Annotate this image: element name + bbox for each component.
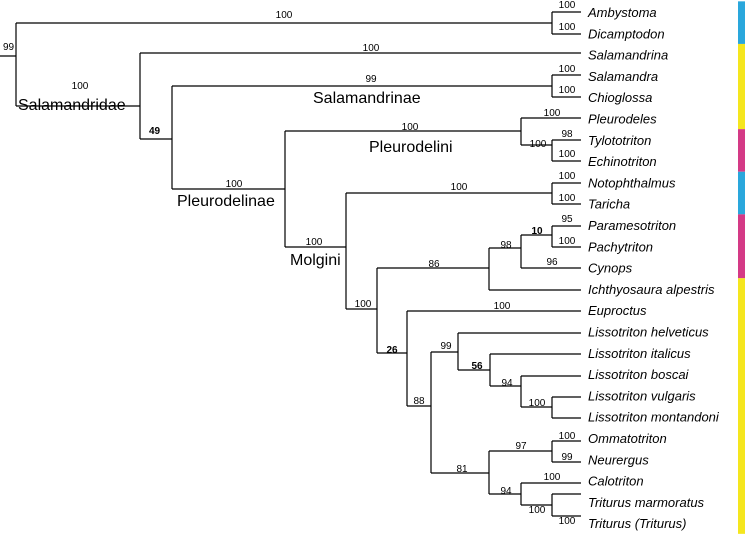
- support-ambystomatoid: 100: [276, 10, 293, 21]
- clade-label-pleurodelinae: Pleurodelinae: [177, 193, 275, 210]
- support-salamandrina: 100: [363, 43, 380, 54]
- support-cynops-group: 86: [428, 259, 440, 270]
- support-salamandra: 100: [559, 64, 576, 75]
- support-notophthalmus: 100: [559, 171, 576, 182]
- support-chioglossa: 100: [559, 85, 576, 96]
- taxon-label: Triturus marmoratus: [588, 495, 705, 510]
- support-calotriton: 100: [544, 472, 561, 483]
- support-cynops-ichthyosaura: 98: [500, 240, 512, 251]
- support-triturus-pair: 100: [529, 505, 546, 516]
- taxon-label: Calotriton: [588, 474, 644, 489]
- support-root: 99: [3, 42, 15, 53]
- support-salamandridae-inner: 49: [149, 126, 161, 137]
- taxon-label: Chioglossa: [588, 90, 652, 105]
- support-pachytriton: 100: [559, 236, 576, 247]
- support-neurergus: 99: [561, 452, 573, 463]
- taxon-label: Ichthyosaura alpestris: [588, 282, 715, 297]
- support-paramesotriton: 95: [561, 214, 573, 225]
- taxon-label: Lissotriton montandoni: [588, 410, 720, 425]
- support-boscai-group: 94: [501, 378, 513, 389]
- support-ambystoma: 100: [559, 0, 576, 11]
- taxon-label: Pleurodeles: [588, 112, 657, 127]
- taxon-label: Ommatotriton: [588, 431, 667, 446]
- support-echinotriton: 100: [559, 149, 576, 160]
- taxon-label: Lissotriton helveticus: [588, 325, 709, 340]
- support-euproctus: 100: [494, 301, 511, 312]
- color-bar-segment: [738, 171, 745, 215]
- support-ommato-neur: 97: [515, 441, 527, 452]
- support-vulg-mont: 100: [529, 398, 546, 409]
- clade-labels: Salamandridae Salamandrinae Pleurodelina…: [18, 90, 453, 269]
- support-molgini-inner: 100: [355, 299, 372, 310]
- taxon-label: Salamandrina: [588, 48, 668, 63]
- taxon-label: Taricha: [588, 197, 630, 212]
- support-lissotriton-group: 88: [413, 396, 425, 407]
- support-pleurodelini: 100: [402, 122, 419, 133]
- support-cynops: 96: [546, 257, 558, 268]
- taxon-label: Neurergus: [588, 452, 649, 467]
- support-pleurodeles: 100: [544, 108, 561, 119]
- support-values: 99 100 100 100 100 100 49 99 100 100 100…: [3, 0, 576, 527]
- support-taricha: 100: [559, 193, 576, 204]
- taxon-label: Salamandra: [588, 69, 658, 84]
- support-pleurodelinae: 100: [226, 179, 243, 190]
- support-italicus-group: 56: [471, 361, 483, 372]
- clade-label-salamandridae: Salamandridae: [18, 97, 126, 114]
- branches: [0, 11, 581, 517]
- taxon-label: Lissotriton vulgaris: [588, 388, 696, 403]
- taxon-label: Dicamptodon: [588, 26, 665, 41]
- support-triturus-triturus: 100: [559, 516, 576, 527]
- support-salamandridae: 100: [72, 81, 89, 92]
- clade-label-molgini: Molgini: [290, 252, 341, 269]
- color-bar-segment: [738, 129, 745, 172]
- support-salamandrinae: 99: [365, 74, 377, 85]
- taxon-label: Echinotriton: [588, 154, 657, 169]
- color-bar-segment: [738, 278, 745, 534]
- support-ommatotriton: 100: [559, 431, 576, 442]
- taxon-label: Tylototriton: [588, 133, 651, 148]
- support-molgini: 100: [306, 237, 323, 248]
- taxon-label: Pachytriton: [588, 239, 653, 254]
- taxon-label: Triturus (Triturus): [588, 516, 686, 531]
- clade-label-salamandrinae: Salamandrinae: [313, 90, 421, 107]
- support-noto-taricha: 100: [451, 182, 468, 193]
- support-tylo-echino: 100: [530, 139, 547, 150]
- taxon-label: Paramesotriton: [588, 218, 676, 233]
- support-dicamptodon: 100: [559, 22, 576, 33]
- taxon-label: Cynops: [588, 261, 633, 276]
- color-bar-segment: [738, 43, 745, 130]
- taxon-label: Ambystoma: [587, 5, 657, 20]
- support-euproctus-group: 26: [386, 345, 398, 356]
- taxon-labels: AmbystomaDicamptodonSalamandrinaSalamand…: [587, 5, 720, 531]
- taxon-label: Lissotriton italicus: [588, 346, 691, 361]
- support-calo-trit: 94: [500, 486, 512, 497]
- branch-root: [0, 23, 17, 106]
- color-bar-segment: [738, 1, 745, 44]
- support-lissotriton: 99: [440, 341, 452, 352]
- clade-label-pleurodelini: Pleurodelini: [369, 139, 453, 156]
- support-para-pachy: 10: [531, 226, 543, 237]
- taxon-label: Notophthalmus: [588, 175, 676, 190]
- support-triturus-group: 81: [456, 464, 468, 475]
- color-bar-segment: [738, 214, 745, 279]
- color-bar: [738, 1, 745, 534]
- support-tylototriton: 98: [561, 129, 573, 140]
- taxon-label: Euproctus: [588, 303, 647, 318]
- taxon-label: Lissotriton boscai: [588, 367, 690, 382]
